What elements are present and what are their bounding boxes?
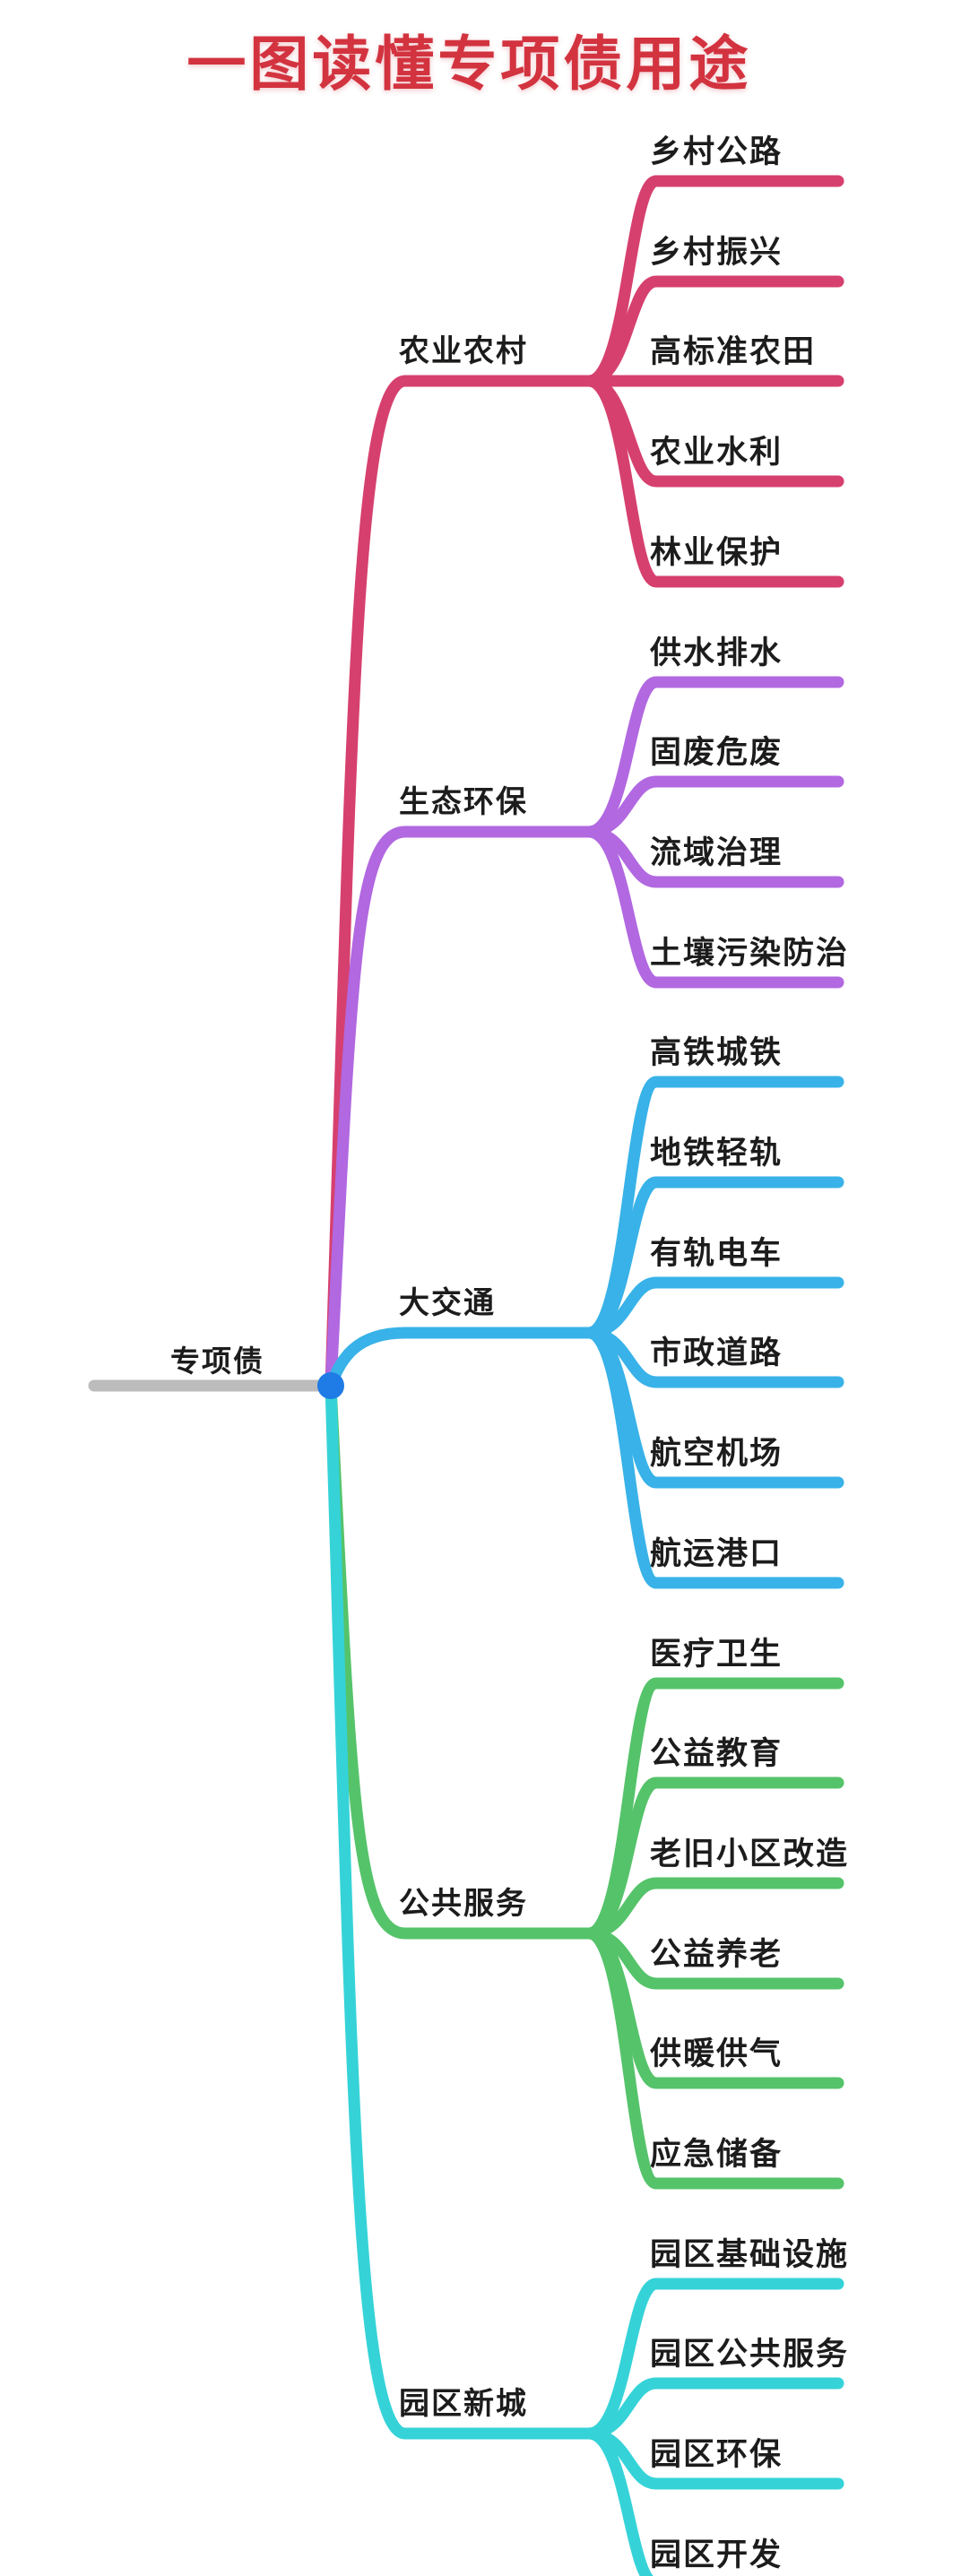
child-line-2-2 <box>583 775 844 838</box>
branch-label-1: 农业农村 <box>399 333 528 369</box>
child-label-2-3: 流域治理 <box>650 835 784 871</box>
child-line-5-2 <box>583 2377 844 2440</box>
child-label-2-4: 土壤污染防治 <box>650 936 850 972</box>
branch-trunk-5 <box>325 1379 595 2440</box>
child-label-3-5: 航空机场 <box>650 1436 784 1472</box>
child-line-4-6 <box>583 1927 844 2190</box>
branch-label-5: 园区新城 <box>399 2386 528 2422</box>
child-line-4-3 <box>583 1877 844 1940</box>
child-label-4-6: 应急储备 <box>650 2137 784 2173</box>
child-label-3-3: 有轨电车 <box>650 1236 784 1272</box>
child-label-1-3: 高标准农田 <box>650 334 817 370</box>
page-title: 一图读懂专项债用途 <box>186 30 752 99</box>
child-label-3-2: 地铁轻轨 <box>650 1136 784 1171</box>
child-line-3-1 <box>583 1076 844 1339</box>
child-label-4-5: 供暖供气 <box>650 2036 784 2072</box>
child-label-4-4: 公益养老 <box>650 1937 784 1973</box>
child-label-1-4: 农业水利 <box>650 435 784 471</box>
child-label-3-6: 航运港口 <box>650 1536 784 1572</box>
child-label-5-1: 园区基础设施 <box>650 2237 850 2273</box>
child-label-1-5: 林业保护 <box>650 535 784 571</box>
child-line-3-3 <box>583 1276 844 1339</box>
child-label-1-2: 乡村振兴 <box>650 235 784 271</box>
child-line-2-4 <box>583 826 844 989</box>
branch-trunk-2 <box>325 826 595 1392</box>
branch-trunk-4 <box>325 1379 595 1940</box>
child-label-4-1: 医疗卫生 <box>650 1637 784 1673</box>
child-line-1-5 <box>583 375 844 588</box>
child-line-3-6 <box>583 1327 844 1589</box>
child-label-3-4: 市政道路 <box>650 1336 784 1371</box>
branch-label-3: 大交通 <box>399 1285 496 1321</box>
child-label-2-2: 固废危废 <box>650 735 784 771</box>
branch-label-4: 公共服务 <box>399 1886 528 1922</box>
central-node-dot <box>317 1372 344 1399</box>
child-label-5-2: 园区公共服务 <box>650 2337 850 2373</box>
child-line-5-4 <box>583 2427 654 2576</box>
child-label-3-1: 高铁城铁 <box>650 1035 784 1071</box>
child-label-4-3: 老旧小区改造 <box>650 1837 850 1872</box>
child-line-4-1 <box>583 1677 844 1940</box>
root-node-label: 专项债 <box>170 1344 264 1379</box>
child-label-5-3: 园区环保 <box>650 2437 784 2473</box>
child-label-4-2: 公益教育 <box>650 1736 784 1772</box>
child-label-1-1: 乡村公路 <box>650 134 784 170</box>
branch-label-2: 生态环保 <box>399 784 528 820</box>
child-label-5-4: 园区开发 <box>650 2537 784 2573</box>
branch-trunk-3 <box>325 1327 595 1392</box>
child-label-2-1: 供水排水 <box>650 635 784 671</box>
